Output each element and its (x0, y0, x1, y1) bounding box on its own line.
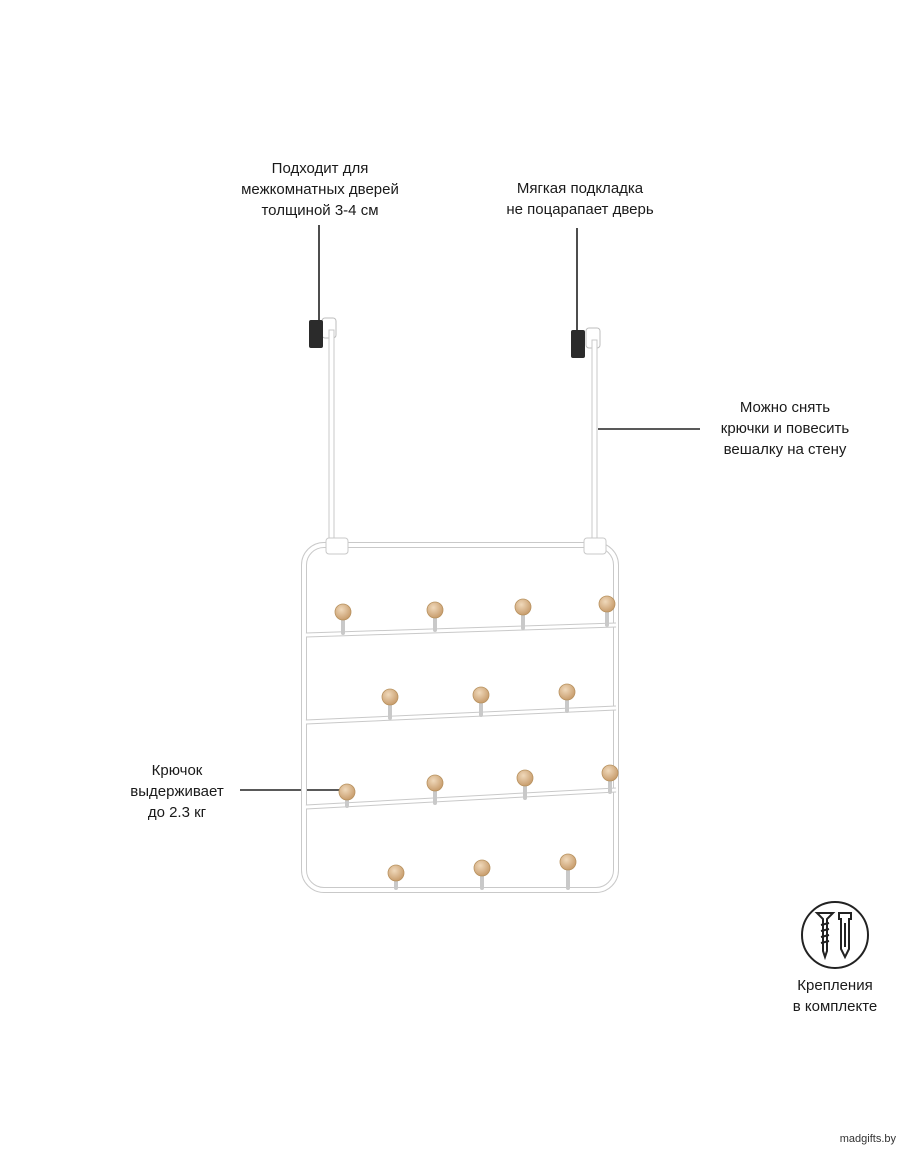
hook-knob (338, 783, 356, 801)
soft-pad-label: Мягкая подкладка не поцарапает дверь (506, 180, 654, 218)
hook-knob (387, 864, 405, 882)
hook-knob (381, 688, 399, 706)
door-straps (309, 317, 601, 546)
watermark: madgifts.by (839, 1133, 896, 1145)
mounting-kit-label: Крепления в комплекте (792, 977, 878, 1015)
hook-knob (558, 683, 576, 701)
hook-knobs (334, 595, 619, 882)
hook-knob (514, 598, 532, 616)
door-fit-label: Подходит для межкомнатных дверей толщино… (241, 160, 399, 219)
screw-and-anchor-icon (801, 901, 869, 969)
hook-knob (426, 601, 444, 619)
hook-knob (426, 774, 444, 792)
hanger-frame (301, 537, 619, 893)
hook-load-label: Крючок выдерживает до 2.3 кг (130, 762, 224, 821)
hook-knob (601, 764, 619, 782)
hook-knob (334, 603, 352, 621)
hook-stems (341, 602, 612, 890)
hook-knob (473, 859, 491, 877)
hook-knob (472, 686, 490, 704)
hook-knob (516, 769, 534, 787)
soft-pad-left (309, 320, 323, 348)
hook-knob (559, 853, 577, 871)
hook-knob (598, 595, 616, 613)
wall-mount-label: Можно снять крючки и повесить вешалку на… (720, 399, 850, 458)
leader-lines (240, 225, 700, 791)
soft-pad-right (571, 330, 585, 358)
